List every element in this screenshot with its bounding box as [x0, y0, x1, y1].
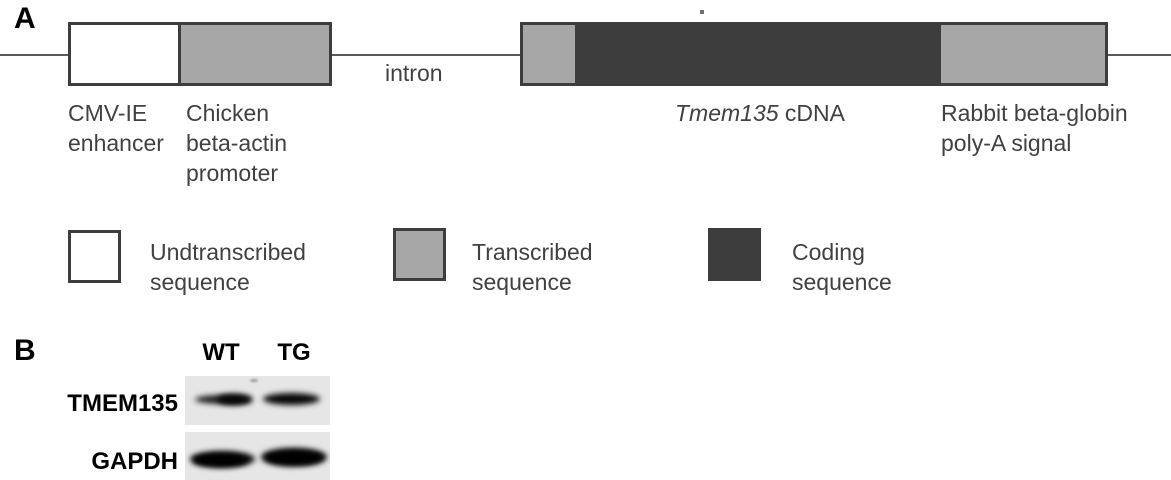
panel-letter-a: A — [14, 2, 36, 35]
blot-band-tmem135-wt-core — [217, 394, 252, 405]
construct-segment-rabbit-beta-globin-polya — [941, 25, 1105, 83]
blot-row-label-gapdh: GAPDH — [91, 448, 178, 475]
label-intron: intron — [385, 60, 443, 86]
label-chicken-beta-actin-promoter: Chicken beta-actin promoter — [186, 100, 288, 186]
legend-swatch-coding — [708, 228, 761, 281]
panel-letter-b: B — [14, 334, 36, 367]
speck-mark — [700, 10, 704, 14]
blot-row-label-tmem135: TMEM135 — [67, 390, 178, 417]
blot-band-gapdh-wt-core — [193, 454, 248, 467]
legend-swatch-transcribed — [393, 228, 446, 281]
label-cmv-ie-enhancer: CMV-IE enhancer — [68, 100, 164, 156]
construct-segment-tmem135-cdna — [578, 25, 941, 83]
construct-segment-chicken-beta-actin-promoter — [181, 25, 329, 83]
blot-panel-tmem135 — [185, 376, 330, 425]
construct-box-cdna-cassette — [520, 22, 1108, 86]
blot-band-gapdh-tg-core — [265, 451, 323, 465]
legend-label-untranscribed: Undtranscribed sequence — [150, 239, 306, 295]
construct-box-promoter-cassette — [68, 22, 332, 86]
label-tmem135-cdna: Tmem135 cDNA — [675, 98, 845, 128]
blot-lane-header-tg: TG — [277, 339, 311, 366]
legend-label-coding: Coding sequence — [792, 239, 892, 295]
backbone-line-intron — [331, 54, 521, 56]
construct-segment-transcribed-leader — [523, 25, 578, 83]
blot-band-tmem135-speck — [250, 379, 258, 382]
legend-swatch-untranscribed — [68, 230, 121, 283]
construct-segment-cmv-ie-enhancer — [71, 25, 181, 83]
legend-label-transcribed: Transcribed sequence — [472, 239, 593, 295]
blot-lane-header-wt: WT — [202, 339, 240, 366]
label-rabbit-beta-globin-polya: Rabbit beta-globin poly-A signal — [941, 100, 1128, 156]
blot-panel-gapdh — [185, 432, 330, 480]
label-cdna-suffix: cDNA — [778, 100, 845, 126]
backbone-line-right — [1106, 54, 1171, 56]
label-tmem135-gene-name: Tmem135 — [675, 100, 779, 126]
blot-band-tmem135-tg — [263, 393, 320, 405]
backbone-line-left — [0, 54, 70, 56]
